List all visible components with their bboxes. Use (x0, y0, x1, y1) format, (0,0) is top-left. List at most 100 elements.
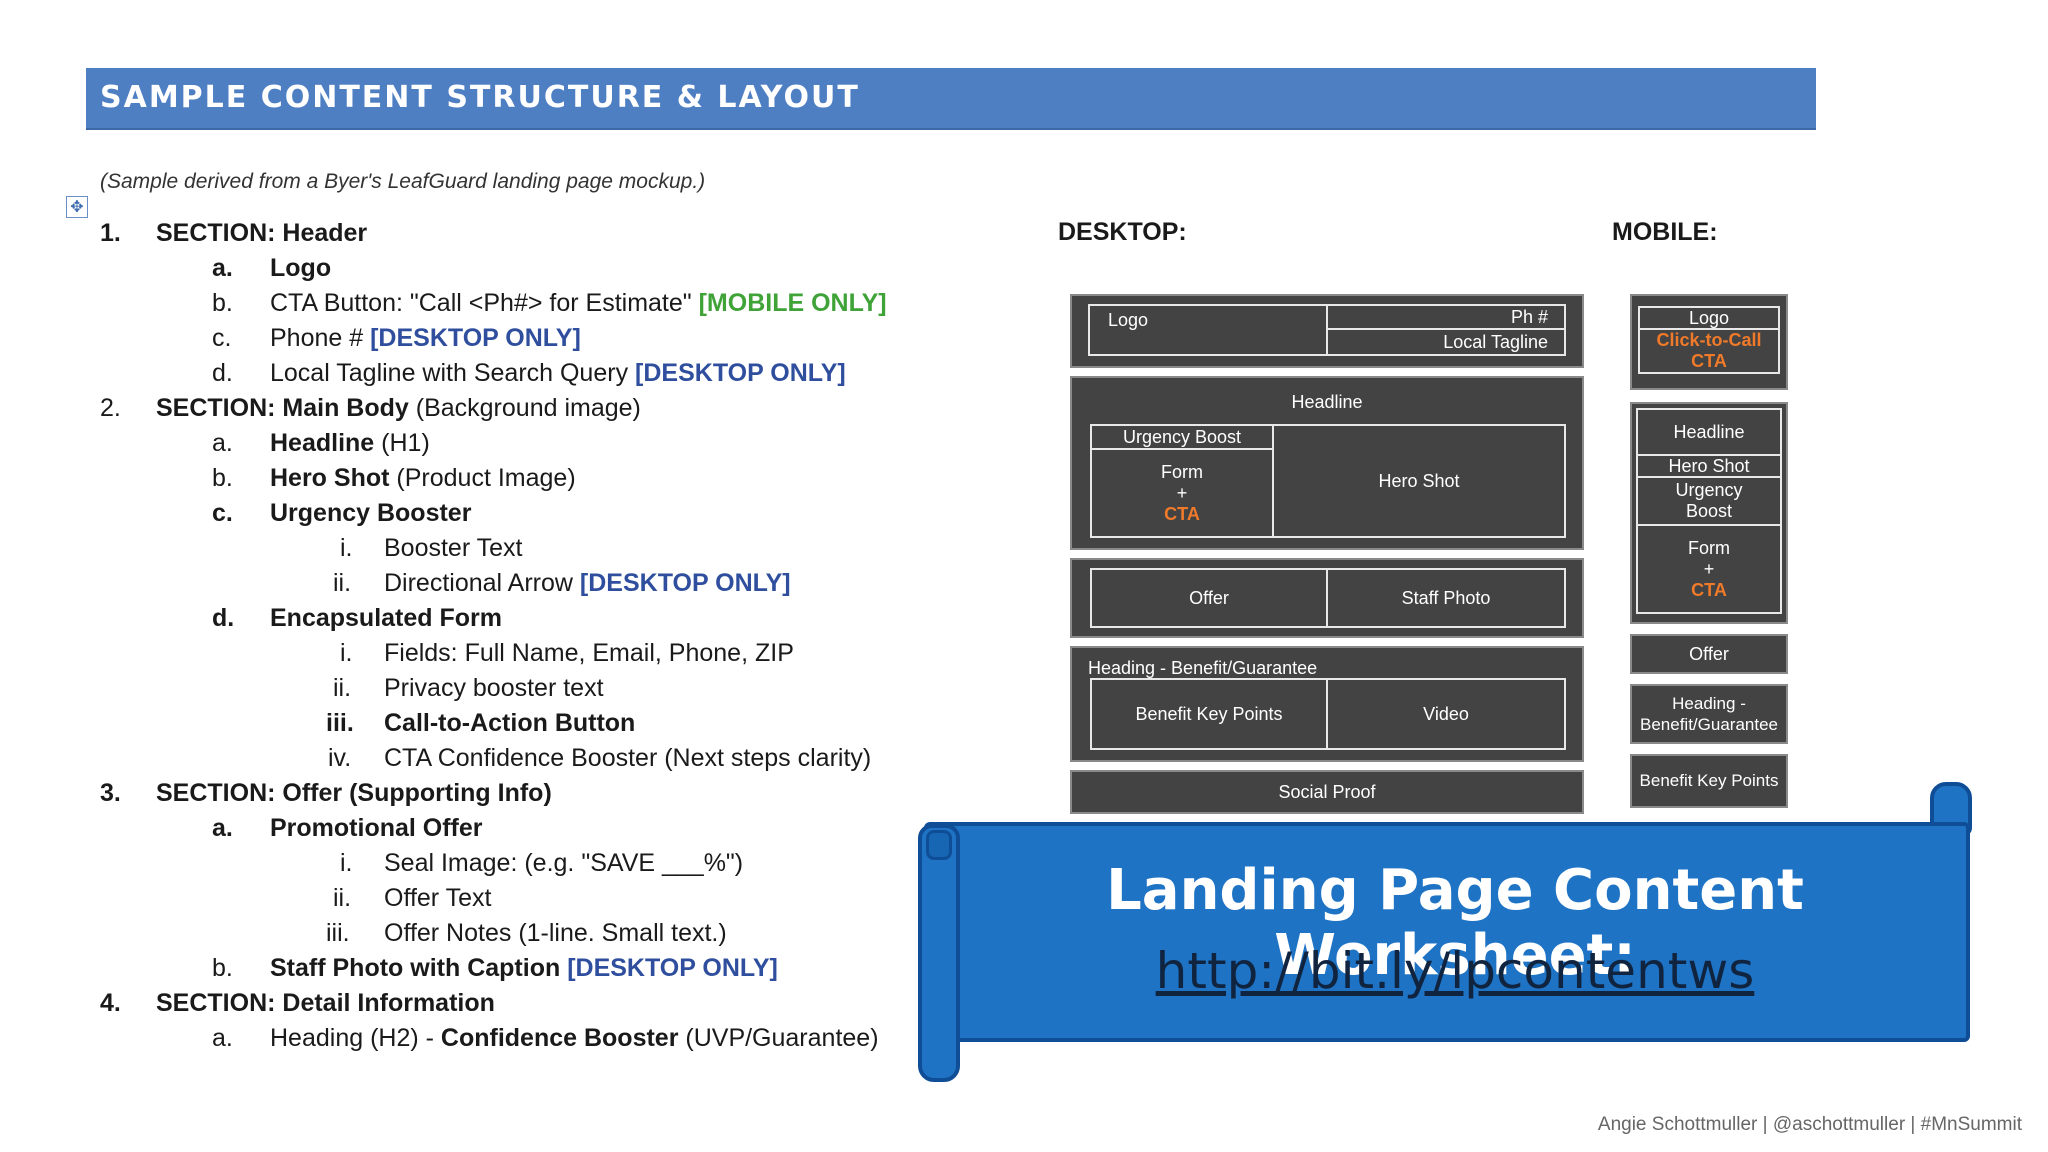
benefit-guarantee-label: Benefit/Guarantee (1640, 715, 1778, 734)
desktop-offer-cell: Offer (1090, 568, 1328, 628)
footer-credit: Angie Schottmuller | @aschottmuller | #M… (1597, 1114, 2022, 1135)
cta-label: CTA (1691, 351, 1727, 371)
subtitle: (Sample derived from a Byer's LeafGuard … (100, 170, 706, 193)
item-note: (H1) (381, 429, 430, 457)
subitem-text: Offer Notes (1-line. Small text.) (384, 919, 727, 947)
section-number: 2. (100, 394, 121, 422)
subitem-marker: i. (340, 639, 353, 667)
mobile-click-to-call-cell: Click-to-Call CTA (1638, 328, 1780, 374)
form-label: Form (1688, 537, 1730, 558)
desktop-staff-cell: Staff Photo (1326, 568, 1566, 628)
form-label: Form (1161, 461, 1203, 482)
mobile-form-cell: Form + CTA (1636, 524, 1782, 614)
desktop-only-tag: [DESKTOP ONLY] (370, 324, 581, 352)
item-text: Staff Photo with Caption (270, 954, 561, 982)
subitem-marker: iii. (326, 919, 350, 947)
subitem-text: Fields: Full Name, Email, Phone, ZIP (384, 639, 794, 667)
subitem-marker: ii. (333, 569, 352, 597)
section-number: 1. (100, 219, 121, 247)
item-text: Headline (270, 429, 375, 457)
mobile-only-tag: [MOBILE ONLY] (698, 289, 887, 317)
desktop-only-tag: [DESKTOP ONLY] (567, 954, 778, 982)
item-text: Local Tagline with Search Query (270, 359, 629, 387)
desktop-urgency-cell: Urgency Boost (1090, 424, 1274, 450)
banner-title: SAMPLE CONTENT STRUCTURE & LAYOUT (100, 80, 860, 115)
heading-label: Heading - (1672, 694, 1746, 713)
mobile-hero-cell: Hero Shot (1636, 454, 1782, 478)
desktop-video-cell: Video (1326, 678, 1566, 750)
urgency-label: Urgency (1675, 480, 1743, 500)
desktop-benefit-block: Heading - Benefit/Guarantee Benefit Key … (1070, 646, 1584, 762)
desktop-benefit-heading: Heading - Benefit/Guarantee (1088, 658, 1318, 678)
desktop-form-cell: Form + CTA (1090, 448, 1274, 538)
form-plus: + (1703, 558, 1715, 579)
item-marker: a. (212, 1024, 233, 1052)
scroll-curl (926, 830, 952, 860)
desktop-offer-block: Offer Staff Photo (1070, 558, 1584, 638)
worksheet-link[interactable]: http://bit.ly/lpcontentws (1155, 942, 1755, 1000)
item-text: CTA Button: "Call <Ph#> for Estimate" (270, 289, 692, 317)
desktop-main-body-block: Headline Urgency Boost Form + CTA Hero S… (1070, 376, 1584, 550)
item-text-bold: Confidence Booster (440, 1024, 679, 1052)
section-label: SECTION: Main Body (156, 394, 409, 422)
cta-label: CTA (1691, 579, 1727, 600)
callout-title: Landing Page Content Worksheet: (1106, 858, 1804, 988)
subitem-text: Call-to-Action Button (384, 709, 636, 737)
mobile-logo-cell: Logo (1638, 306, 1780, 330)
subitem-marker: iii. (326, 709, 354, 737)
item-note: (Product Image) (396, 464, 576, 492)
section-number: 3. (100, 779, 121, 807)
desktop-tagline-cell: Local Tagline (1326, 328, 1566, 356)
subitem-marker: ii. (333, 884, 352, 912)
desktop-only-tag: [DESKTOP ONLY] (635, 359, 846, 387)
item-text: Phone # (270, 324, 364, 352)
subitem-marker: i. (340, 849, 353, 877)
subitem-text: Privacy booster text (384, 674, 604, 702)
callout-scroll (924, 822, 1970, 1042)
item-marker: a. (212, 254, 233, 282)
subitem-text: Seal Image: (e.g. "SAVE ___%") (384, 849, 744, 877)
title-banner: SAMPLE CONTENT STRUCTURE & LAYOUT (86, 68, 1816, 130)
desktop-phone-cell: Ph # (1326, 304, 1566, 330)
desktop-heading: DESKTOP: (1058, 218, 1187, 246)
item-text: Urgency Booster (270, 499, 472, 527)
section-label: SECTION: Header (156, 219, 368, 247)
item-marker: b. (212, 464, 233, 492)
item-marker: c. (212, 324, 232, 352)
section-number: 4. (100, 989, 121, 1017)
mobile-headline-cell: Headline (1636, 408, 1782, 456)
item-text: Hero Shot (270, 464, 390, 492)
boost-label: Boost (1685, 501, 1733, 521)
click-to-call-label: Click-to-Call (1656, 330, 1762, 350)
mobile-benefit-heading-block: Heading - Benefit/Guarantee (1630, 684, 1788, 744)
desktop-benefit-points-cell: Benefit Key Points (1090, 678, 1328, 750)
item-marker: b. (212, 954, 233, 982)
desktop-social-proof-block: Social Proof (1070, 770, 1584, 814)
item-text: Promotional Offer (270, 814, 483, 842)
subitem-text: Booster Text (384, 534, 523, 562)
cta-label: CTA (1164, 503, 1200, 524)
subitem-text: Offer Text (384, 884, 492, 912)
subitem-text: Directional Arrow (384, 569, 573, 597)
mobile-heading: MOBILE: (1612, 218, 1718, 246)
item-marker: d. (212, 359, 233, 387)
desktop-headline-label: Headline (1291, 392, 1363, 412)
subitem-marker: iv. (328, 744, 352, 772)
section-label: SECTION: Detail Information (156, 989, 495, 1017)
section-label: SECTION: Offer (Supporting Info) (156, 779, 552, 807)
subitem-marker: ii. (333, 674, 352, 702)
mobile-urgency-cell: Urgency Boost (1636, 476, 1782, 526)
section-note: (Background image) (415, 394, 641, 422)
desktop-only-tag: [DESKTOP ONLY] (579, 569, 791, 597)
desktop-logo-cell: Logo (1088, 304, 1328, 356)
mobile-benefit-points-block: Benefit Key Points (1630, 754, 1788, 808)
subitem-marker: i. (340, 534, 353, 562)
form-plus: + (1176, 482, 1188, 503)
item-text: Logo (270, 254, 332, 282)
table-move-handle-icon[interactable]: ✥ (66, 196, 88, 218)
mobile-main-body-block: Headline Hero Shot Urgency Boost Form + … (1630, 402, 1788, 624)
mobile-offer-block: Offer (1630, 634, 1788, 674)
desktop-header-block: Logo Ph # Local Tagline (1070, 294, 1584, 368)
desktop-hero-cell: Hero Shot (1272, 424, 1566, 538)
item-text: Encapsulated Form (270, 604, 502, 632)
